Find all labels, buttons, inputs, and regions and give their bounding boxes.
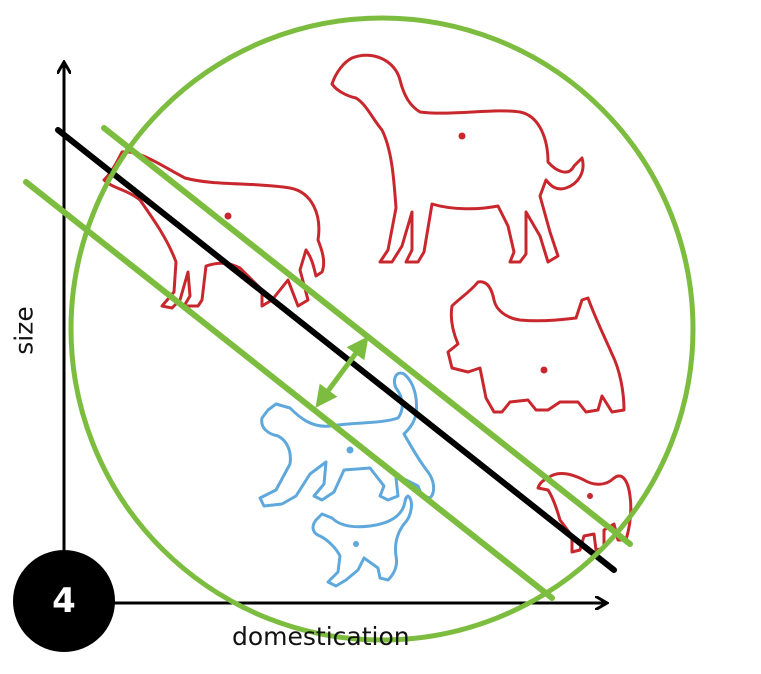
margin-line-lower — [23, 179, 555, 601]
dog-silhouette-standing-dot — [458, 132, 466, 140]
scottie-dog-silhouette-icon — [446, 280, 626, 414]
step-number-badge: 4 — [13, 550, 115, 652]
step-number-text: 4 — [52, 581, 76, 621]
dog-silhouette-large-icon — [102, 150, 326, 310]
cat-silhouette-small-dot — [353, 541, 359, 547]
small-dog-silhouette-dot — [587, 493, 593, 499]
cat-class-group — [258, 371, 436, 588]
scottie-dog-silhouette-dot — [540, 366, 548, 374]
small-dog-silhouette-icon — [536, 472, 633, 554]
margin-double-arrow-icon — [315, 336, 369, 408]
highlight-circle — [68, 15, 696, 643]
cat-silhouette-large-icon — [258, 371, 436, 508]
y-axis-label: size — [9, 306, 39, 355]
margin-line-upper — [101, 125, 633, 547]
x-axis-label: domestication — [232, 622, 410, 651]
decision-boundary-line — [55, 127, 617, 573]
dog-silhouette-large-dot — [224, 212, 232, 220]
cat-silhouette-large-dot — [346, 446, 354, 454]
cat-silhouette-small-icon — [311, 494, 413, 588]
dog-silhouette-standing-icon — [330, 53, 585, 264]
